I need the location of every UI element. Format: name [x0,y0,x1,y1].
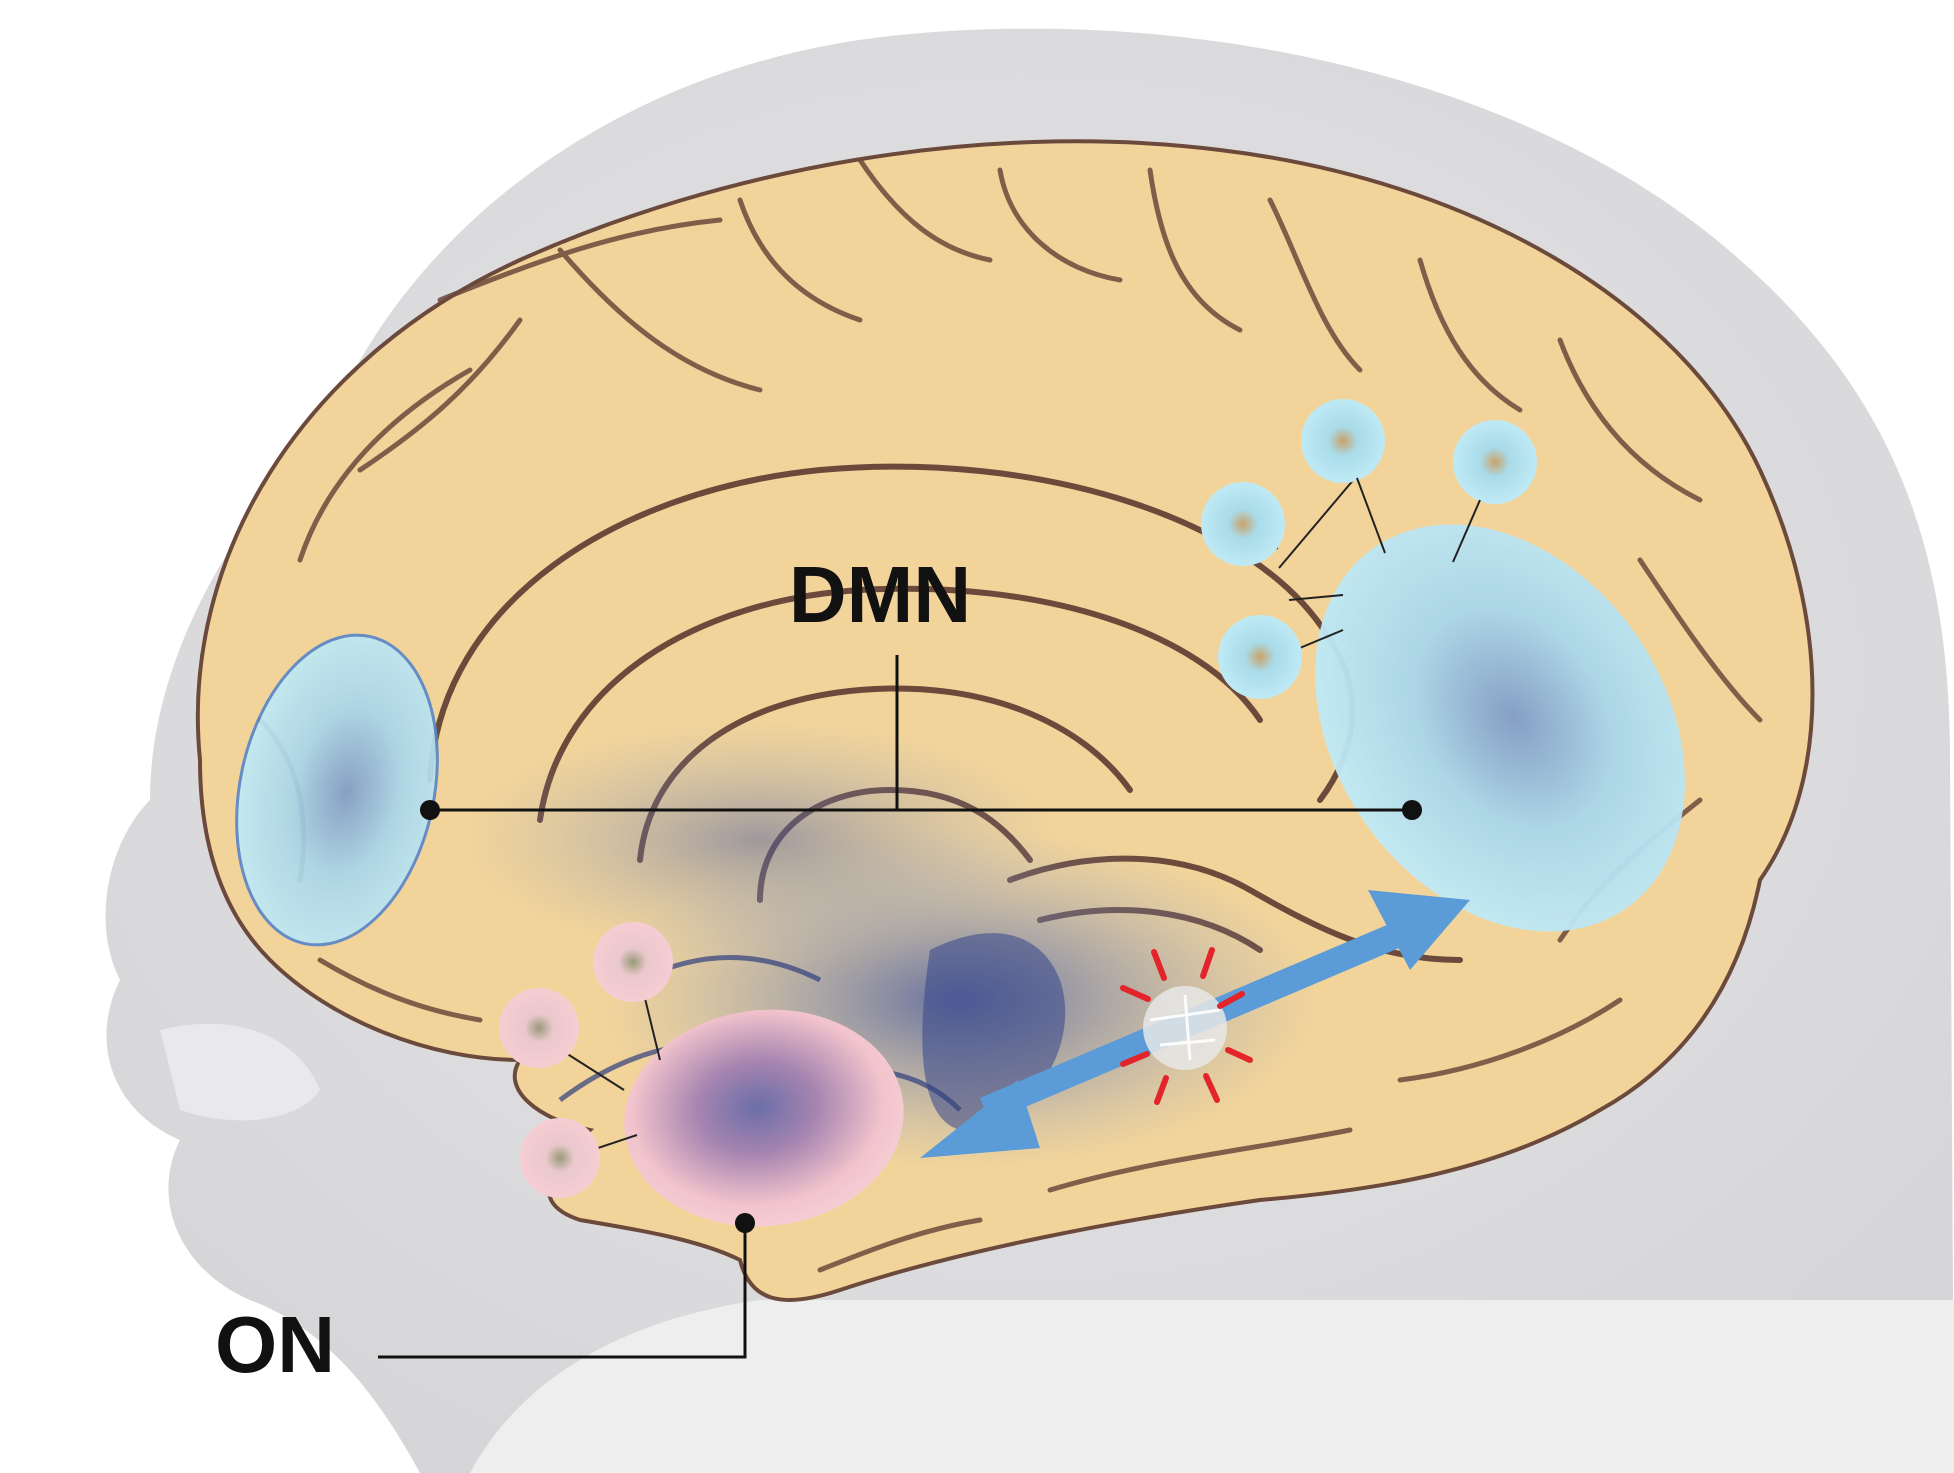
on-neuron-cells [499,922,673,1198]
dmn-label: DMN [789,550,971,639]
dmn-connector-lines [420,655,1422,820]
dmn-posterior-region [1315,524,1685,932]
on-label: ON [215,1300,335,1389]
dmn-cell-1 [1301,399,1385,483]
dmn-cell-2 [1453,420,1537,504]
on-cell-3 [520,1118,600,1198]
on-cell-1 [499,988,579,1068]
on-connector-line [378,1213,755,1359]
on-region [624,1009,904,1227]
dmn-neuron-cells [1201,399,1537,699]
dmn-cell-3 [1201,482,1285,566]
disruption-burst-icon [1120,947,1253,1105]
dmn-cell-4 [1218,615,1302,699]
on-cell-2 [593,922,673,1002]
